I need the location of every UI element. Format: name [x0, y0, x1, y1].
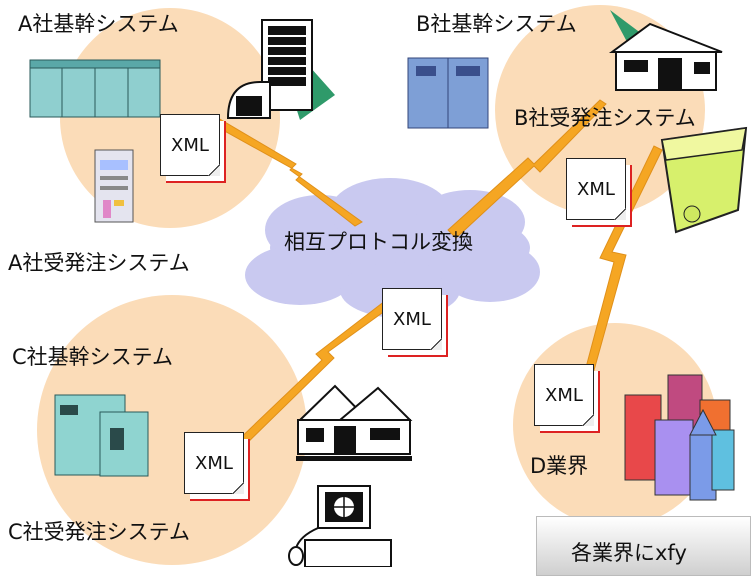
- c-house-icon: [296, 384, 413, 461]
- xml-document-icon-b: XML: [566, 158, 626, 220]
- a-order-system-label: A社受発注システム: [8, 251, 190, 275]
- industry-xfy-banner: 各業界にxfy: [536, 516, 751, 576]
- c-core-mainframe-icon: [54, 394, 149, 477]
- company-c-circle: [37, 295, 307, 565]
- a-core-system-label: A社基幹システム: [18, 12, 179, 36]
- c-order-computer-icon: [288, 485, 392, 567]
- c-order-system-label: C社受発注システム: [8, 520, 191, 544]
- a-office-building-icon: [226, 19, 335, 120]
- cloud-label: 相互プロトコル変換: [284, 230, 473, 254]
- xml-document-icon-d: XML: [534, 364, 594, 426]
- d-city-buildings-icon: [624, 374, 735, 501]
- b-house-icon: [608, 10, 723, 91]
- c-core-system-label: C社基幹システム: [12, 345, 174, 369]
- xml-document-icon-center: XML: [382, 288, 442, 350]
- b-order-terminal-icon: [660, 126, 748, 234]
- xml-document-icon-a: XML: [160, 114, 220, 176]
- b-core-server-icon: [407, 57, 489, 129]
- d-industry-label: D業界: [530, 454, 589, 478]
- b-order-system-label: B社受発注システム: [514, 106, 696, 130]
- xml-document-icon-c: XML: [184, 432, 244, 494]
- bolt-a-to-cloud: [211, 117, 363, 227]
- bolt-cloud-to-b: [447, 99, 607, 239]
- a-core-server-icon: [29, 59, 161, 118]
- a-order-pc-icon: [94, 149, 134, 223]
- b-core-system-label: B社基幹システム: [416, 12, 577, 36]
